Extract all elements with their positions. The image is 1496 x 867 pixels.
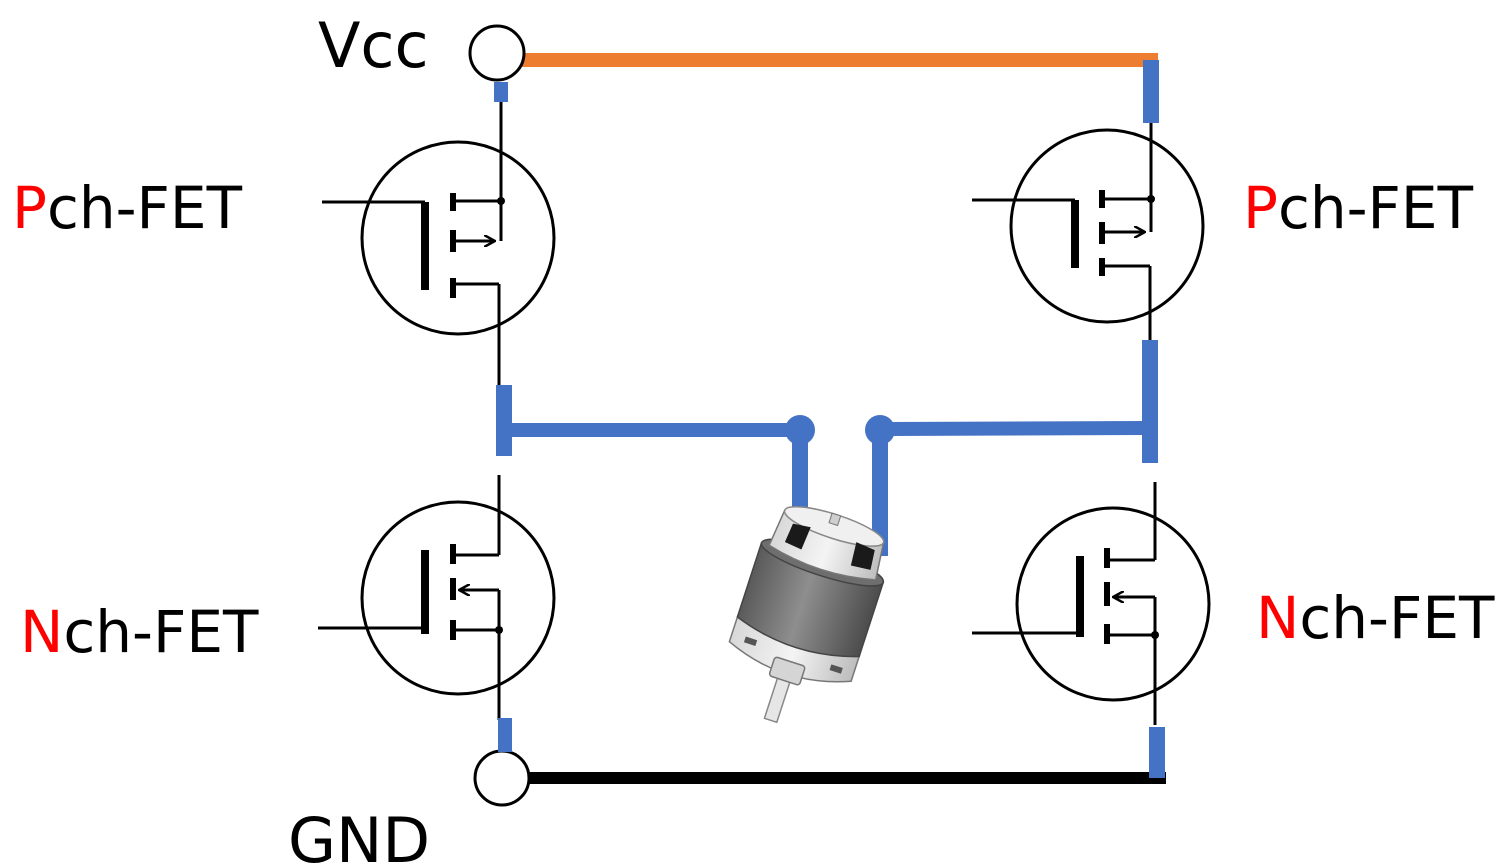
gnd-terminal <box>473 749 531 807</box>
fet-type: ch-FET <box>63 598 259 666</box>
n-channel-fet-bottom-right <box>972 482 1211 725</box>
fet-type: ch-FET <box>47 174 243 242</box>
p-channel-fet-top-left <box>322 100 556 385</box>
fet-label-bottom-right: Nch-FET <box>1256 584 1495 652</box>
channel-prefix: P <box>12 174 47 242</box>
motor-terminal-right <box>865 415 895 445</box>
fet-label-top-left: Pch-FET <box>12 174 243 242</box>
p-channel-fet-top-right <box>972 122 1205 340</box>
motor-terminal-left <box>785 415 815 445</box>
fet-label-bottom-left: Nch-FET <box>20 598 259 666</box>
fet-label-top-right: Pch-FET <box>1243 174 1474 242</box>
channel-prefix: N <box>20 598 63 666</box>
vcc-label: Vcc <box>318 9 429 82</box>
gnd-label: GND <box>288 804 430 867</box>
channel-prefix: P <box>1243 174 1278 242</box>
n-channel-fet-bottom-left <box>318 475 556 720</box>
fet-type: ch-FET <box>1278 174 1474 242</box>
highlighted-wires <box>494 60 1165 778</box>
dc-motor-icon <box>728 505 885 724</box>
vcc-terminal <box>468 24 526 82</box>
channel-prefix: N <box>1256 584 1299 652</box>
fet-type: ch-FET <box>1299 584 1495 652</box>
